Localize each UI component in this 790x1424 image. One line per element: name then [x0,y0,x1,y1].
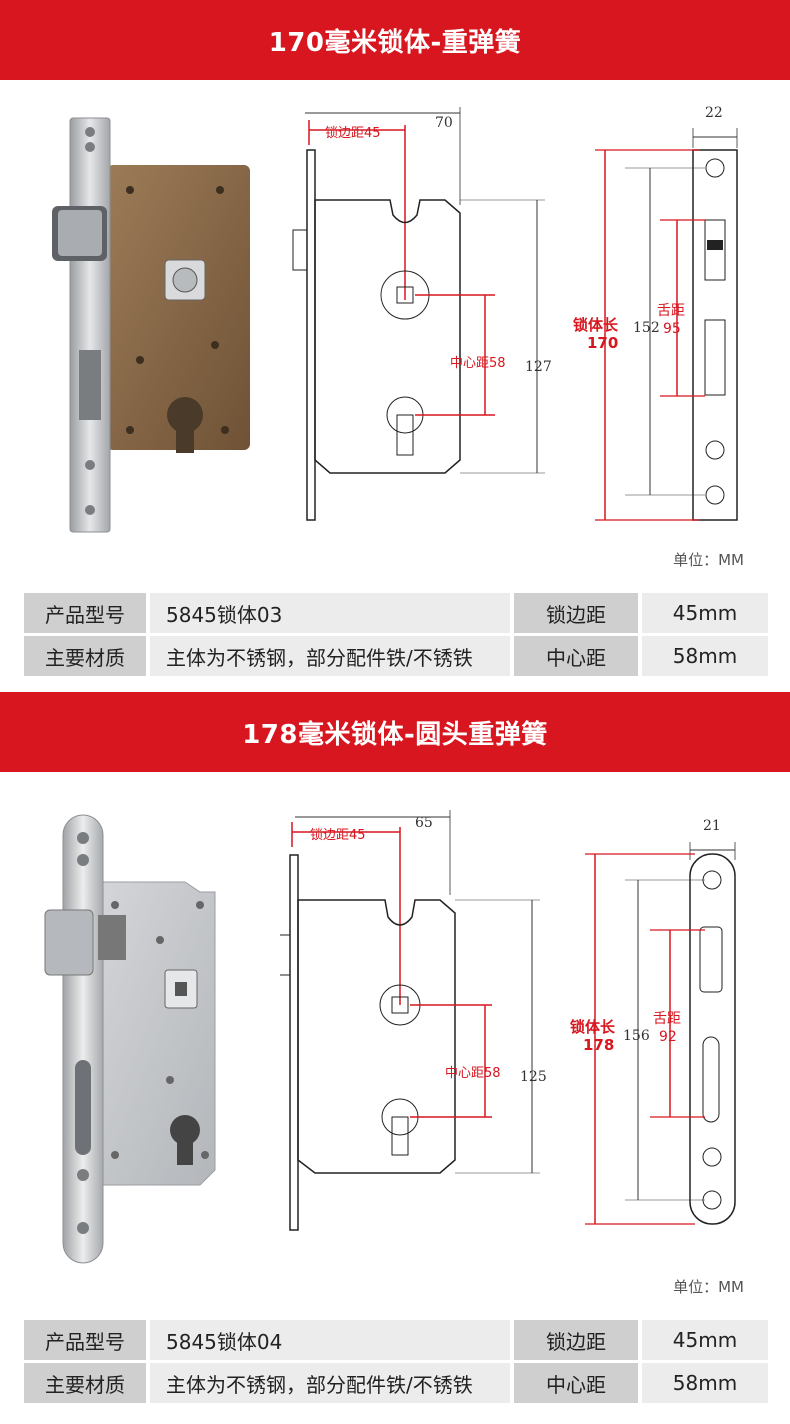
spec-material-value: 主体为不锈钢，部分配件铁/不锈铁 [150,636,510,676]
dim-center-2: 中心距58 [445,1066,501,1081]
spec-backset-value: 45mm [642,593,768,633]
dim-backset-2: 锁边距45 [310,827,366,843]
dim-width-total-2: 65 [415,815,433,831]
dim-backset: 锁边距45 [325,125,381,141]
spec-row-model-1: 产品型号 5845锁体03 锁边距 45mm [24,593,768,633]
dim-length-label-2: 锁体长 [570,1018,616,1036]
section-2-title: 178毫米锁体-圆头重弹簧 [242,719,548,750]
spec-row-model-2: 产品型号 5845锁体04 锁边距 45mm [24,1320,768,1360]
section-1-banner: 170毫米锁体-重弹簧 [0,0,790,80]
section-1-title: 170毫米锁体-重弹簧 [268,27,522,58]
spec-material-label-2: 主要材质 [24,1363,146,1403]
front-drawing-1: 22 锁体长 170 152 舌距 95 [573,105,738,521]
side-drawing-1: 70 锁边距45 127 中心距58 [292,107,552,521]
dim-center: 中心距58 [450,356,506,371]
unit-label-1: 单位：MM [673,551,744,569]
dim-length-value: 170 [587,334,618,352]
spec-center-label-2: 中心距 [514,1363,638,1403]
spec-model-value: 5845锁体03 [150,593,510,633]
dim-length-label: 锁体长 [573,316,619,334]
spec-center-value-2: 58mm [642,1363,768,1403]
spec-backset-label-2: 锁边距 [514,1320,638,1360]
dim-height: 127 [525,359,552,375]
dim-latch-label: 舌距 [657,303,685,319]
side-drawing-2: 65 锁边距45 125 中心距58 [280,810,547,1231]
section-2-banner: 178毫米锁体-圆头重弹簧 [0,692,790,772]
spec-model-label-2: 产品型号 [24,1320,146,1360]
spec-model-label: 产品型号 [24,593,146,633]
unit-label-2: 单位：MM [673,1278,744,1296]
spec-backset-value-2: 45mm [642,1320,768,1360]
front-drawing-2: 21 锁体长 178 156 舌距 92 [570,818,736,1225]
dim-hole-span-2: 156 [623,1028,650,1044]
spec-material-label: 主要材质 [24,636,146,676]
lock-photo-2 [44,814,216,1264]
dim-hole-span: 152 [633,320,660,336]
lock-photo-1 [52,117,250,533]
spec-row-material-1: 主要材质 主体为不锈钢，部分配件铁/不锈铁 中心距 58mm [24,636,768,676]
dim-width-total: 70 [435,115,453,131]
dim-latch-value-2: 92 [659,1029,677,1045]
spec-row-material-2: 主要材质 主体为不锈钢，部分配件铁/不锈铁 中心距 58mm [24,1363,768,1403]
dim-face-width-2: 21 [703,818,721,834]
dim-length-value-2: 178 [583,1036,614,1054]
dim-latch-value: 95 [663,321,681,337]
spec-material-value-2: 主体为不锈钢，部分配件铁/不锈铁 [150,1363,510,1403]
spec-center-label: 中心距 [514,636,638,676]
dim-latch-label-2: 舌距 [653,1011,681,1027]
spec-backset-label: 锁边距 [514,593,638,633]
spec-model-value-2: 5845锁体04 [150,1320,510,1360]
dim-height-2: 125 [520,1069,547,1085]
dim-face-width: 22 [705,105,723,121]
spec-center-value: 58mm [642,636,768,676]
